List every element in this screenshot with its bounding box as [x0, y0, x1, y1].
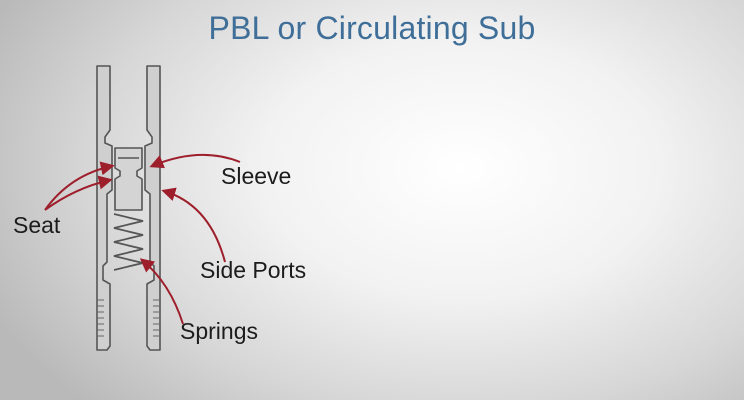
springs [113, 213, 144, 271]
annotation-arrows [44, 153, 241, 325]
diagram-title: PBL or Circulating Sub [208, 10, 536, 46]
thread-marks [97, 299, 160, 337]
label-seat: Seat [13, 212, 61, 238]
label-side-ports: Side Ports [200, 257, 307, 283]
seat-arrow-upper [44, 161, 115, 211]
side-ports-arrow [161, 187, 226, 263]
springs-arrow [139, 258, 184, 325]
seat-arrow-lower [44, 175, 113, 211]
tool-body [96, 65, 161, 351]
sleeve-arrow [149, 153, 241, 169]
sleeve [114, 147, 143, 211]
label-sleeve: Sleeve [221, 163, 292, 189]
label-springs: Springs [180, 318, 258, 344]
